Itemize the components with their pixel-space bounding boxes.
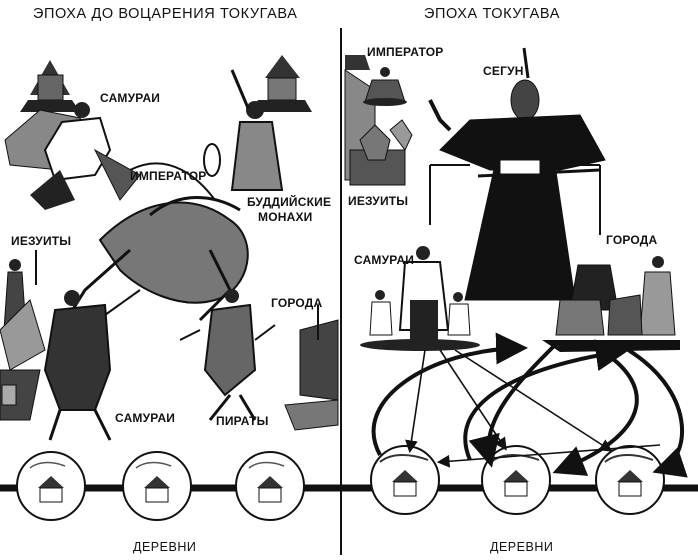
samurai-platform-icon: [360, 246, 480, 351]
village-left-2-icon: [122, 451, 192, 521]
flow-thin-arrows: [405, 349, 661, 468]
boat-left-icon: [0, 369, 41, 421]
label-cities-left: ГОРОДА: [271, 296, 323, 310]
label-emperor-left: ИМПЕРАТОР: [130, 169, 207, 183]
label-monks-line1: БУДДИЙСКИЕ: [247, 195, 332, 209]
label-samurai-right: САМУРАИ: [354, 253, 415, 267]
label-samurai-top: САМУРАИ: [100, 91, 161, 105]
label-shogun: СЕГУН: [483, 64, 524, 78]
jesuit-figure-icon: [0, 250, 46, 371]
city-platform-icon: [542, 256, 680, 352]
village-right-3-icon: [595, 445, 665, 515]
samurai-pulling-icon: [43, 289, 141, 441]
label-jesuits-left: ИЕЗУИТЫ: [11, 234, 72, 248]
label-jesuits-right: ИЕЗУИТЫ: [348, 194, 409, 208]
ships-icon: [284, 305, 339, 431]
left-era-title: ЭПОХА ДО ВОЦАРЕНИЯ ТОКУГАВА: [33, 6, 298, 22]
label-villages-left: ДЕРЕВНИ: [133, 540, 197, 554]
shogun-figure-icon: [428, 47, 606, 301]
pirate-figure-icon: [179, 289, 276, 421]
label-samurai-bottom: САМУРАИ: [115, 411, 176, 425]
struggle-figures-icon: [58, 143, 249, 331]
label-cities-right: ГОРОДА: [606, 233, 658, 247]
village-left-3-icon: [235, 451, 305, 521]
emperor-figure-icon: [363, 67, 407, 106]
samurai-figure-icon: [30, 102, 141, 210]
castle-left2-icon: [252, 55, 312, 112]
label-emperor-right: ИМПЕРАТОР: [367, 45, 444, 59]
village-right-1-icon: [370, 445, 440, 515]
right-era-title: ЭПОХА ТОКУГАВА: [424, 6, 560, 22]
label-villages-right: ДЕРЕВНИ: [490, 540, 554, 554]
palace-right-icon: [344, 55, 406, 186]
jesuits-right-icon: [359, 119, 413, 161]
label-monks-line2: МОНАХИ: [258, 210, 313, 224]
flow-arrows: [371, 332, 688, 478]
village-left-1-icon: [16, 451, 86, 521]
label-pirates: ПИРАТЫ: [216, 414, 269, 428]
monk-figure-icon: [230, 69, 284, 191]
